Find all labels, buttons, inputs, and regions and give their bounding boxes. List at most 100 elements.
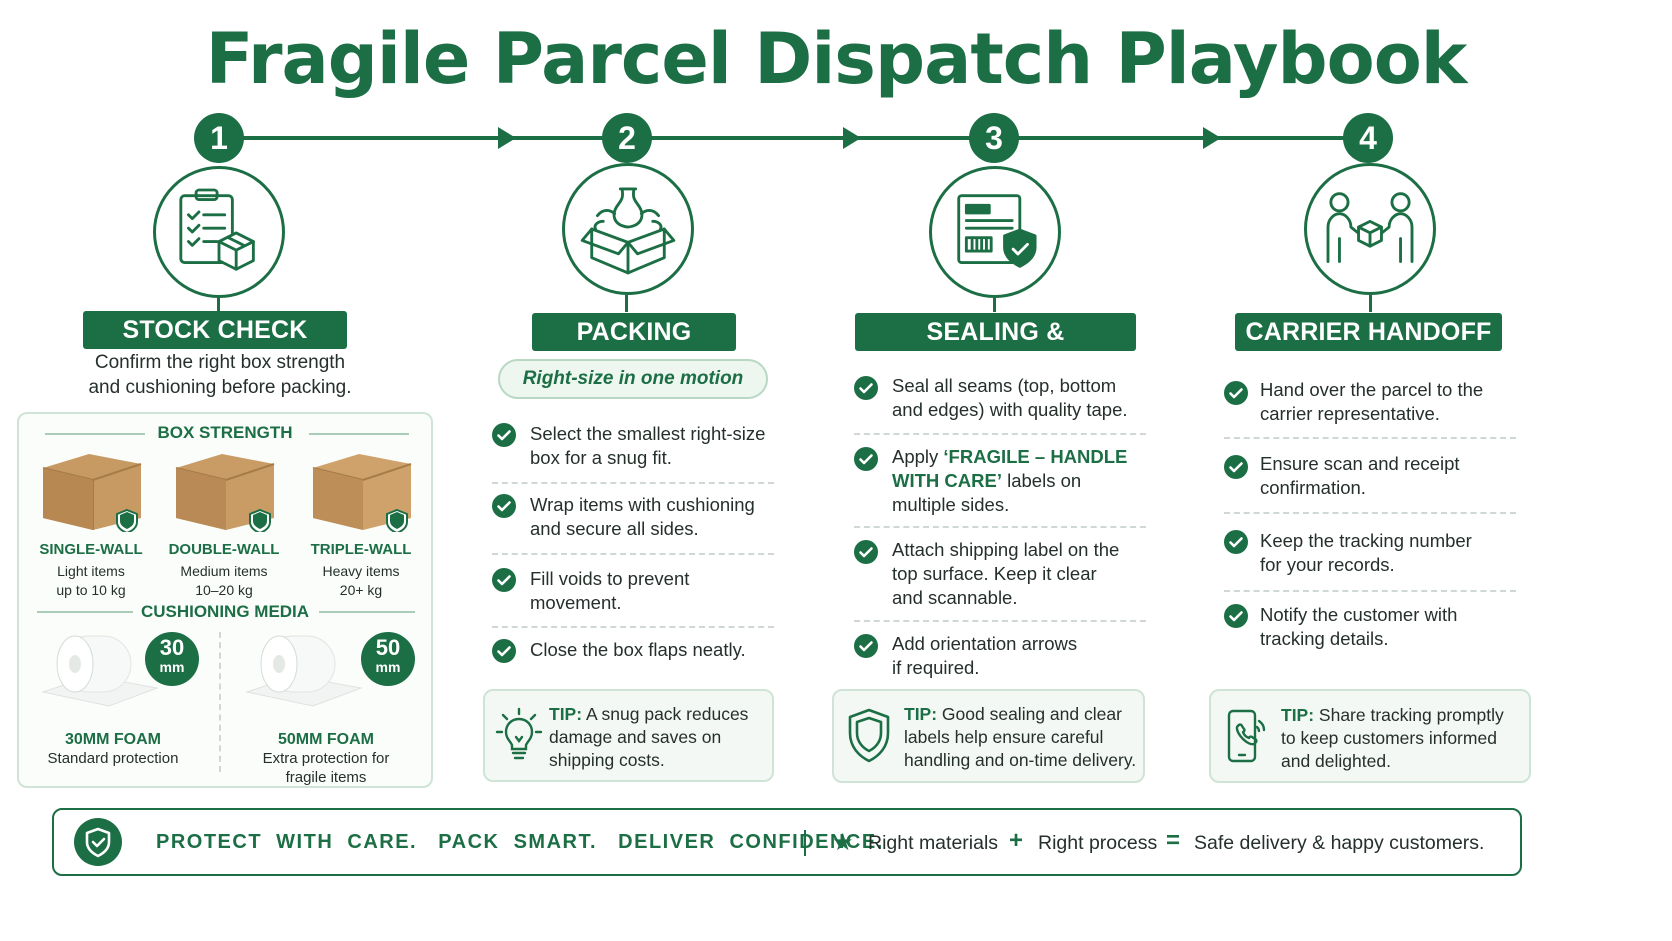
check-icon xyxy=(1224,455,1248,479)
divider xyxy=(854,526,1146,528)
box-card-triple: TRIPLE-WALL Heavy items 20+ kg xyxy=(291,446,431,600)
timeline-arrow-2 xyxy=(843,127,861,149)
plus-icon: + xyxy=(1009,827,1024,854)
tip-text: TIP: A snug pack reduces damage and save… xyxy=(549,704,749,770)
footer-motto: PROTECT WITH CARE. PACK SMART. DELIVER C… xyxy=(156,831,884,853)
foam-name: 30MM FOAM xyxy=(65,731,161,748)
tip-text: TIP: Share tracking promptly to keep cus… xyxy=(1281,705,1504,771)
footer-materials: Right materials xyxy=(868,832,999,854)
section-rule xyxy=(45,433,145,435)
box-name: DOUBLE-WALL xyxy=(168,541,280,558)
foam-roll-icon xyxy=(41,635,159,707)
foam-card-50: 50 mm 50MM FOAM Extra protection for fra… xyxy=(233,628,429,787)
thickness-badge: 30 mm xyxy=(145,632,199,686)
connector-stem-4 xyxy=(1369,295,1372,312)
footer-banner: PROTECT WITH CARE. PACK SMART. DELIVER C… xyxy=(52,808,1522,876)
timeline-line xyxy=(240,136,1370,140)
footer-result: Safe delivery & happy customers. xyxy=(1194,832,1485,854)
phone-icon xyxy=(1227,709,1266,763)
check-icon xyxy=(492,494,516,518)
timeline-arrow-1 xyxy=(498,127,516,149)
box-strength-title: BOX STRENGTH xyxy=(157,423,293,442)
box-detail: up to 10 kg xyxy=(56,582,126,598)
footer-process: Right process xyxy=(1038,832,1158,854)
stage-label-handoff: CARRIER HANDOFF xyxy=(1235,313,1502,351)
box-detail: Heavy items xyxy=(322,563,400,579)
section-rule xyxy=(37,611,133,613)
timeline-arrow-3 xyxy=(1203,127,1221,149)
sealing-tip: TIP: Good sealing and clear labels help … xyxy=(832,689,1145,783)
thickness-badge: 50 mm xyxy=(361,632,415,686)
page-title: Fragile Parcel Dispatch Playbook xyxy=(205,18,1468,100)
box-detail: 10–20 kg xyxy=(195,582,253,598)
divider xyxy=(854,620,1146,622)
stage-label-packing: PACKING xyxy=(532,313,736,351)
shield-check-icon xyxy=(74,818,122,866)
check-icon xyxy=(492,568,516,592)
box-detail: Medium items xyxy=(180,563,268,579)
vase-in-box-icon xyxy=(562,163,694,295)
divider xyxy=(1224,437,1516,439)
box-name: TRIPLE-WALL xyxy=(310,541,412,558)
step-number-4: 4 xyxy=(1343,113,1393,163)
divider xyxy=(492,482,774,484)
stage-label-sealing: SEALING & LABELLING xyxy=(855,313,1136,384)
step-number-3: 3 xyxy=(969,113,1019,163)
check-icon xyxy=(854,447,878,471)
check-icon xyxy=(854,634,878,658)
step-number-1: 1 xyxy=(194,113,244,163)
foam-roll-icon xyxy=(245,635,363,707)
box-card-single: SINGLE-WALL Light items up to 10 kg xyxy=(21,446,161,600)
tip-text: TIP: Good sealing and clear labels help … xyxy=(904,704,1137,770)
check-icon xyxy=(1224,604,1248,628)
star-icon: ★ xyxy=(832,829,854,856)
equals-icon: = xyxy=(1166,827,1181,854)
box-card-double: DOUBLE-WALL Medium items 10–20 kg xyxy=(154,446,294,600)
connector-stem-3 xyxy=(993,298,996,312)
check-icon xyxy=(492,423,516,447)
box-name: SINGLE-WALL xyxy=(39,541,143,558)
divider xyxy=(1224,590,1516,592)
item-text: Apply ‘FRAGILE – HANDLE WITH CARE’ label… xyxy=(892,446,1128,515)
check-icon xyxy=(854,376,878,400)
section-rule xyxy=(309,433,409,435)
divider xyxy=(492,626,774,628)
cardboard-box-icon xyxy=(42,454,142,535)
cardboard-box-icon xyxy=(175,454,275,535)
cushioning-title: CUSHIONING MEDIA xyxy=(140,602,310,621)
foam-card-30: 30 mm 30MM FOAM Standard protection xyxy=(23,628,219,768)
foam-detail: Extra protection for xyxy=(262,750,390,767)
shield-icon xyxy=(848,708,890,763)
foam-detail: fragile items xyxy=(285,769,367,786)
clipboard-box-icon xyxy=(153,166,285,298)
stock-check-description: Confirm the right box strength and cushi… xyxy=(88,352,352,398)
packing-pill: Right-size in one motion xyxy=(498,359,768,399)
foam-divider xyxy=(219,632,221,772)
divider xyxy=(492,553,774,555)
check-icon xyxy=(492,639,516,663)
foam-name: 50MM FOAM xyxy=(278,731,374,748)
label-shield-icon xyxy=(929,166,1061,298)
cardboard-box-icon xyxy=(312,454,412,535)
section-rule xyxy=(319,611,415,613)
packing-tip: TIP: A snug pack reduces damage and save… xyxy=(483,689,774,782)
footer-separator xyxy=(804,830,806,856)
connector-stem-2 xyxy=(625,295,628,312)
check-icon xyxy=(854,540,878,564)
stage-label-stock-check: STOCK CHECK xyxy=(83,311,347,349)
stock-check-panel: BOX STRENGTH SINGLE-WALL Light items up … xyxy=(17,412,433,788)
box-detail: Light items xyxy=(57,563,125,579)
divider xyxy=(854,433,1146,435)
handoff-tip: TIP: Share tracking promptly to keep cus… xyxy=(1209,689,1531,783)
connector-stem-1 xyxy=(217,298,220,312)
check-icon xyxy=(1224,530,1248,554)
